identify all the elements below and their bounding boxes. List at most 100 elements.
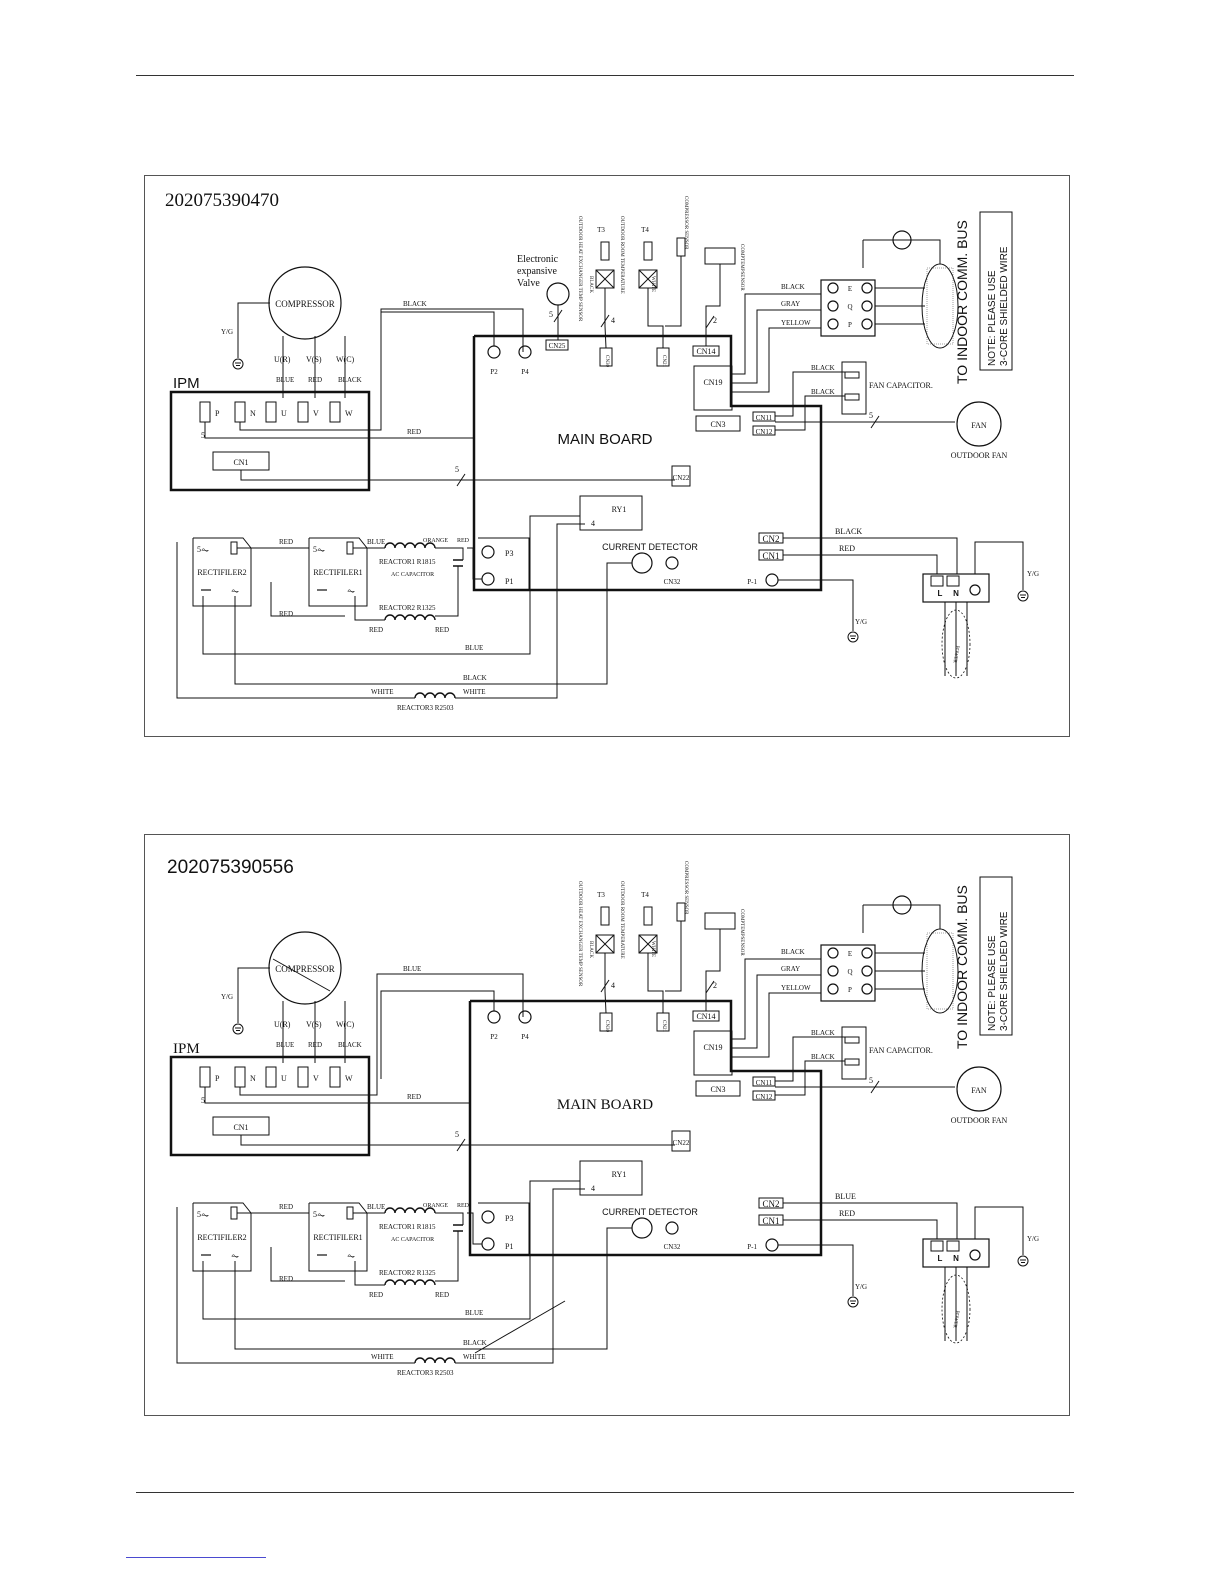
yg-label: Y/G bbox=[221, 328, 233, 336]
rectifier2-label: RECTIFILER2 bbox=[197, 568, 246, 577]
cn32-terminal bbox=[665, 1221, 679, 1235]
spacer: 5 bbox=[313, 1210, 317, 1219]
ipm-terminal-label: U bbox=[281, 409, 287, 418]
p-1-terminal bbox=[765, 1238, 779, 1252]
ipm-terminal bbox=[329, 1066, 341, 1088]
wire-count: 5 bbox=[869, 1076, 873, 1085]
wire-label: RED bbox=[457, 538, 470, 544]
wire-label: BLUE bbox=[403, 965, 421, 973]
terminal-screw bbox=[827, 965, 839, 977]
phase-color-label: RED bbox=[308, 376, 322, 384]
wire-label: GRAY bbox=[781, 300, 800, 308]
cn1-wire bbox=[783, 554, 938, 574]
cn32-terminal bbox=[665, 556, 679, 570]
ipm-cn1-label: CN1 bbox=[233, 1123, 248, 1132]
phase-color-label: BLUE bbox=[276, 1041, 294, 1049]
capacitor-plate bbox=[844, 1058, 860, 1066]
yg-wire bbox=[974, 1206, 1024, 1255]
red-wire bbox=[270, 582, 345, 617]
cn11-label: CN11 bbox=[756, 1079, 773, 1087]
wire-count: 5 bbox=[549, 310, 553, 319]
outdoor-fan-label: OUTDOOR FAN bbox=[951, 451, 1008, 460]
fan-symbol bbox=[956, 401, 1002, 447]
sensor-t3 bbox=[595, 269, 615, 289]
rectifier-bridge bbox=[308, 1202, 368, 1272]
note-box bbox=[979, 211, 1013, 371]
t3-label: T3 bbox=[597, 226, 605, 234]
capacitor-plate bbox=[844, 371, 860, 379]
wire-count-mark bbox=[705, 315, 715, 329]
rectifier-pin bbox=[230, 1206, 238, 1220]
yg-label: Y/G bbox=[855, 618, 867, 626]
wire-label: BLACK bbox=[588, 276, 593, 293]
p-box bbox=[478, 537, 530, 590]
p2-terminal bbox=[487, 1010, 501, 1024]
main-board-outline bbox=[472, 334, 823, 592]
phase-color-label: RED bbox=[308, 1041, 322, 1049]
sensor-t4 bbox=[638, 934, 658, 954]
red-wire bbox=[467, 1212, 482, 1245]
power-terminal bbox=[946, 1240, 960, 1252]
cn25-connector bbox=[545, 339, 569, 351]
bus-wire bbox=[732, 992, 821, 1058]
eev-symbol bbox=[546, 282, 570, 306]
ipm-terminal-label: P bbox=[215, 409, 220, 418]
reactor1-label: REACTOR1 R1815 bbox=[379, 558, 436, 566]
wire-label: GRAY bbox=[781, 965, 800, 973]
wire-label: BLACK bbox=[463, 1339, 487, 1347]
p2-label: P2 bbox=[490, 368, 498, 376]
ipm-terminal-label: V bbox=[313, 1074, 319, 1083]
wire-label: YELLOW bbox=[781, 984, 811, 992]
fan-wire bbox=[775, 395, 845, 431]
wire-label: RED bbox=[279, 1203, 293, 1211]
thermistor bbox=[643, 906, 653, 926]
terminal-screw bbox=[827, 300, 839, 312]
wire-label: RED bbox=[457, 1203, 470, 1209]
cn22-connector bbox=[671, 465, 691, 487]
cn1-wire bbox=[240, 470, 675, 481]
fan-label: FAN bbox=[971, 421, 987, 430]
phase-color-label: BLACK bbox=[338, 376, 362, 384]
ground-icon bbox=[847, 1296, 859, 1308]
part-number: 202075390556 bbox=[167, 857, 294, 878]
reactor2-coil bbox=[384, 1279, 436, 1286]
wire-label: BLUE bbox=[835, 1192, 856, 1201]
compressor-winding bbox=[272, 958, 331, 992]
p2-wire bbox=[380, 990, 495, 1079]
thermistor bbox=[600, 241, 610, 261]
cn12-label: CN12 bbox=[756, 428, 773, 436]
terminal-screw bbox=[861, 983, 873, 995]
yg-label: Y/G bbox=[1027, 570, 1039, 578]
reactor3-label: REACTOR3 R2503 bbox=[397, 704, 454, 712]
spacer: 5 bbox=[201, 1096, 205, 1105]
cn19-connector bbox=[693, 1030, 733, 1076]
p4-terminal bbox=[518, 1010, 532, 1024]
cn12-label: CN12 bbox=[756, 1093, 773, 1101]
reactor1-label: REACTOR1 R1815 bbox=[379, 1223, 436, 1231]
white-wire bbox=[176, 1207, 415, 1364]
thermistor bbox=[600, 906, 610, 926]
terminal-screw bbox=[861, 300, 873, 312]
wire-label: RED bbox=[369, 1291, 383, 1299]
yg-wire bbox=[974, 541, 1024, 590]
sensor-label: COMPTEMPSENSOR bbox=[739, 909, 744, 956]
footer-link-underline bbox=[126, 1557, 266, 1558]
ipm-terminal-label: U bbox=[281, 1074, 287, 1083]
wire-count: 5 bbox=[455, 465, 459, 474]
wire-count-mark bbox=[553, 309, 563, 323]
wire-label: WHITE bbox=[371, 1353, 394, 1361]
p3-label: P3 bbox=[505, 1214, 513, 1223]
reactor3-coil bbox=[414, 1357, 456, 1364]
wire-label: BLACK bbox=[835, 527, 862, 536]
wire-count: 4 bbox=[611, 981, 615, 990]
cn1-wire bbox=[240, 1135, 675, 1146]
sensor-label: COMPRESSOR SENSOR bbox=[683, 861, 688, 915]
spacer: 5 bbox=[197, 545, 201, 554]
orange-wire bbox=[435, 547, 464, 560]
current-detector-label: CURRENT DETECTOR bbox=[602, 1207, 698, 1217]
sensor-wire bbox=[705, 264, 721, 346]
rectifier2-label: RECTIFILER2 bbox=[197, 1233, 246, 1242]
capacitor-plate bbox=[844, 393, 860, 401]
ipm-terminal-label: N bbox=[250, 409, 256, 418]
ipm-label: IPM bbox=[173, 1041, 200, 1057]
